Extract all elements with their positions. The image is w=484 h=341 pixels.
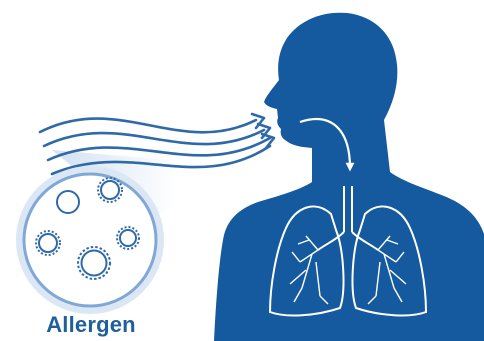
allergen-lens — [16, 166, 164, 314]
human-silhouette — [214, 13, 484, 341]
allergen-label: Allergen — [36, 312, 146, 338]
